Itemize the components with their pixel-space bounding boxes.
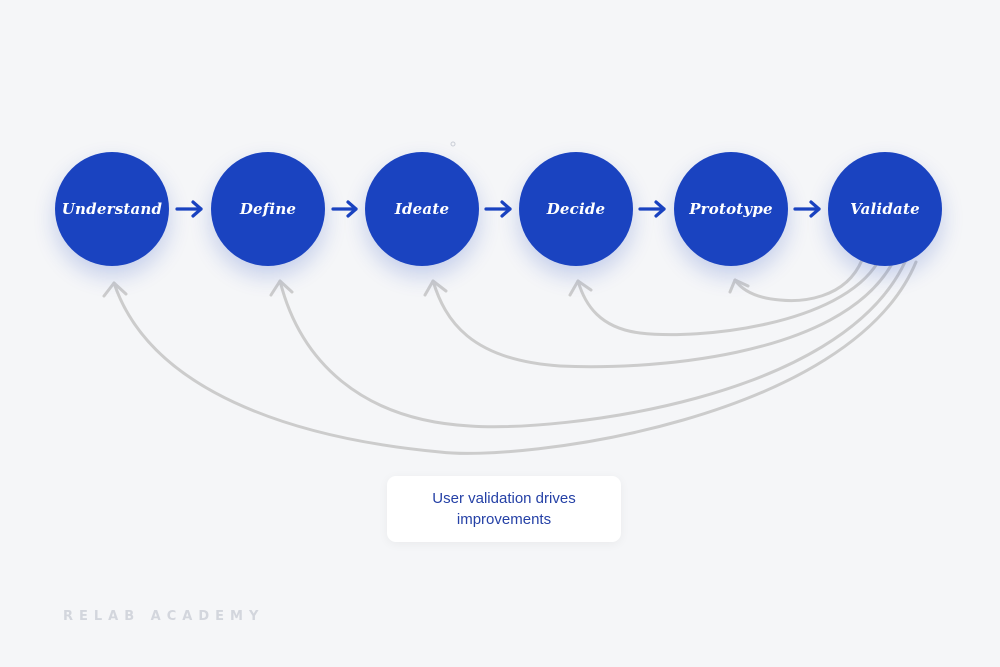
decorative-dot-icon <box>450 141 456 147</box>
feedback-curve-ideate-head <box>423 279 448 297</box>
stage-understand: Understand <box>55 152 169 266</box>
feedback-curve-understand-head <box>102 281 128 298</box>
feedback-curve-prototype <box>733 258 864 302</box>
arrow-right-icon <box>793 200 821 218</box>
stage-label: Decide <box>546 200 606 218</box>
arrow-right-icon <box>484 200 512 218</box>
brand-watermark: RELAB ACADEMY <box>63 609 265 624</box>
feedback-note-text: User validation drives improvements <box>432 490 576 528</box>
stage-ideate: Ideate <box>365 152 479 266</box>
feedback-curve-define <box>278 260 907 429</box>
stage-define: Define <box>211 152 325 266</box>
stage-label: Ideate <box>394 200 450 218</box>
stage-label: Validate <box>850 200 920 218</box>
feedback-curve-decide <box>576 260 880 337</box>
arrow-right-icon <box>331 200 358 218</box>
feedback-curve-define-head <box>269 279 294 297</box>
stage-label: Understand <box>61 200 163 218</box>
stage-validate: Validate <box>828 152 942 266</box>
stage-decide: Decide <box>519 152 633 266</box>
feedback-curve-prototype-head <box>728 278 750 294</box>
feedback-curve-understand <box>112 260 918 455</box>
feedback-curve-decide-head <box>568 279 593 297</box>
arrow-right-icon <box>175 200 203 218</box>
stage-prototype: Prototype <box>674 152 788 266</box>
stage-label: Prototype <box>689 200 773 218</box>
feedback-note: User validation drives improvements <box>387 476 621 542</box>
feedback-curve-ideate <box>431 260 895 369</box>
stage-label: Define <box>239 200 297 218</box>
arrow-right-icon <box>638 200 666 218</box>
